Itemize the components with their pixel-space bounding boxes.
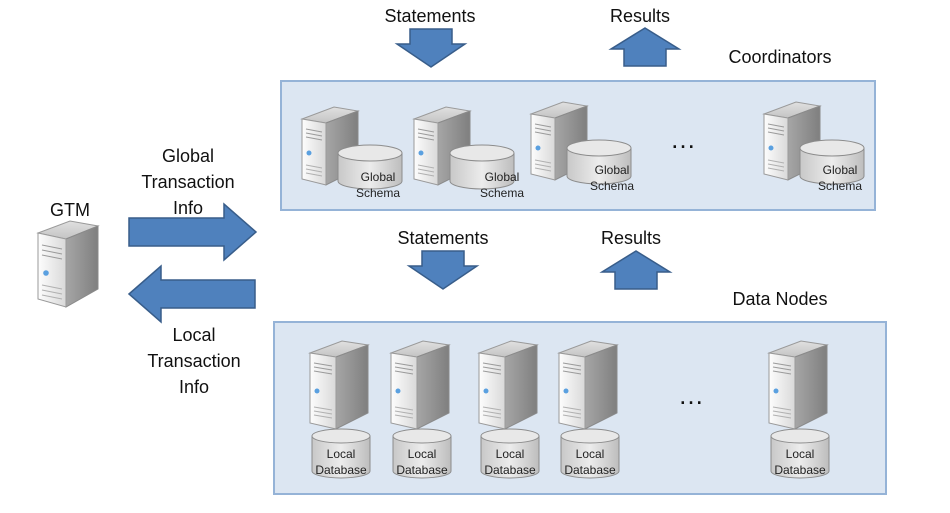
gtm-server — [36, 220, 100, 308]
coordinators-title: Coordinators — [728, 47, 832, 67]
coordinators-ellipsis: … — [670, 124, 699, 154]
database-icon — [480, 428, 540, 479]
database-icon — [770, 428, 830, 479]
database-icon — [392, 428, 452, 479]
server-icon — [767, 340, 829, 430]
coordinator-server-n — [762, 101, 865, 185]
local-info-left-arrow — [127, 264, 256, 324]
server-icon — [557, 340, 619, 430]
global-info-right-arrow — [128, 202, 258, 262]
coordinator-statements-label: Statements — [384, 6, 476, 26]
datanode-server-4 — [557, 340, 620, 479]
data-nodes-title: Data Nodes — [732, 289, 828, 309]
data-nodes-ellipsis: … — [678, 380, 707, 410]
database-icon — [560, 428, 620, 479]
results-up-arrow-middle — [599, 250, 673, 290]
coordinator-server-1 — [300, 106, 403, 190]
statements-down-arrow-middle — [406, 250, 480, 290]
datanode-server-2 — [389, 340, 452, 479]
coordinator-server-2 — [412, 106, 515, 190]
results-up-arrow-top — [608, 27, 682, 67]
datanode-results-label: Results — [600, 228, 662, 248]
server-icon — [477, 340, 539, 430]
database-icon — [799, 139, 865, 185]
statements-down-arrow-top — [394, 28, 468, 68]
database-icon — [311, 428, 371, 479]
datanode-server-1 — [308, 340, 371, 479]
coordinator-server-3 — [529, 101, 632, 185]
database-icon — [566, 139, 632, 185]
gtm-title: GTM — [50, 200, 90, 220]
server-icon — [36, 220, 100, 308]
datanode-server-n — [767, 340, 830, 479]
datanode-statements-label: Statements — [397, 228, 489, 248]
database-icon — [449, 144, 515, 190]
server-icon — [389, 340, 451, 430]
coordinator-results-label: Results — [609, 6, 671, 26]
database-icon — [337, 144, 403, 190]
datanode-server-3 — [477, 340, 540, 479]
server-icon — [308, 340, 370, 430]
